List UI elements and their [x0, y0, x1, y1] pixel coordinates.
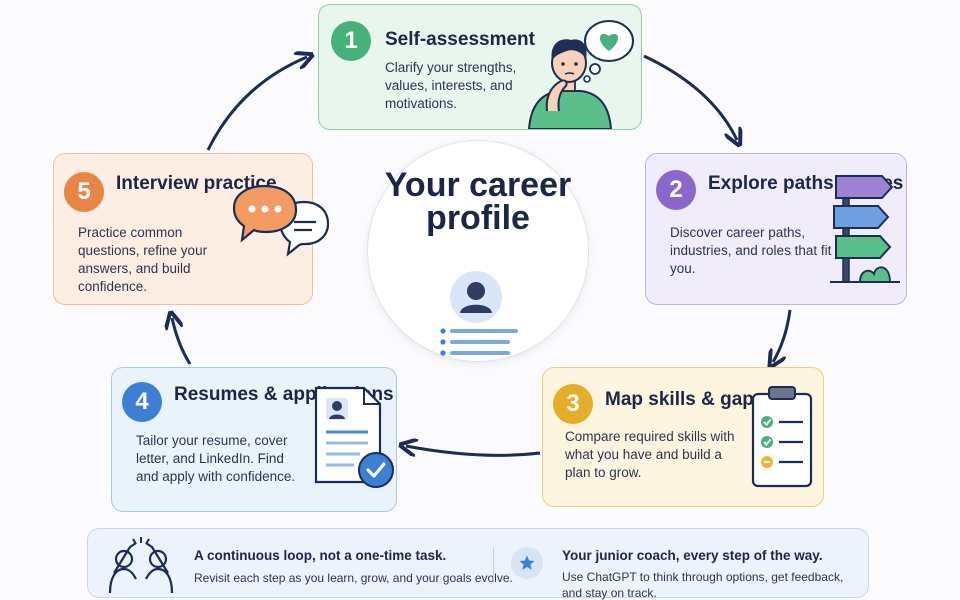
step-number: 1	[331, 21, 371, 61]
coach-heading: Your junior coach, every step of the way…	[562, 548, 823, 563]
step-description: Tailor your resume, cover letter, and Li…	[136, 433, 296, 484]
step-card-explore-paths: 2 Explore paths & roles Discover career …	[645, 153, 907, 305]
step-number: 3	[553, 384, 593, 424]
loop-text: Revisit each step as you learn, grow, an…	[194, 571, 513, 585]
step-number: 5	[64, 172, 104, 212]
arrow-1-to-2	[643, 54, 737, 140]
step-description: Compare required skills with what you ha…	[565, 429, 735, 480]
center-title: Your career profile	[384, 166, 572, 237]
loop-heading: A continuous loop, not a one-time task.	[194, 548, 447, 563]
arrow-3-to-4	[406, 446, 541, 455]
arrow-5-to-1	[206, 57, 307, 151]
step-description: Discover career paths, industries, and r…	[670, 225, 832, 276]
footer-divider	[493, 547, 494, 583]
step-description: Practice common questions, refine your a…	[78, 225, 208, 294]
coach-text: Use ChatGPT to think through options, ge…	[562, 570, 844, 600]
step-title: Self-assessment	[385, 29, 535, 50]
chat-bubbles-icon	[232, 184, 330, 257]
resume-check-icon	[314, 386, 394, 488]
footer-banner: A continuous loop, not a one-time task. …	[87, 528, 869, 600]
clipboard-checklist-icon	[751, 386, 813, 488]
thinking-person-icon	[527, 20, 634, 129]
step-card-self-assessment: 1 Self-assessment Clarify your strengths…	[318, 4, 642, 130]
career-profile-circle: Your career profile	[367, 140, 589, 362]
profile-avatar-icon	[440, 271, 518, 356]
step-title: Interview practice	[116, 173, 277, 194]
signpost-icon	[830, 175, 900, 283]
step-title: Map skills & gaps	[605, 389, 765, 410]
arrow-2-to-3	[773, 309, 792, 362]
star-badge	[511, 547, 543, 579]
star-icon	[519, 555, 535, 570]
step-card-resumes: 4 Resumes & applications Tailor your res…	[111, 367, 397, 512]
step-number: 2	[656, 170, 696, 210]
step-card-interview-practice: 5 Interview practice Practice common que…	[53, 153, 330, 305]
arrow-4-to-5	[172, 318, 192, 365]
step-description: Clarify your strengths, values, interest…	[385, 60, 517, 111]
step-number: 4	[122, 382, 162, 422]
high-five-icon	[108, 537, 174, 593]
step-card-map-skills: 3 Map skills & gaps Compare required ski…	[542, 367, 824, 507]
